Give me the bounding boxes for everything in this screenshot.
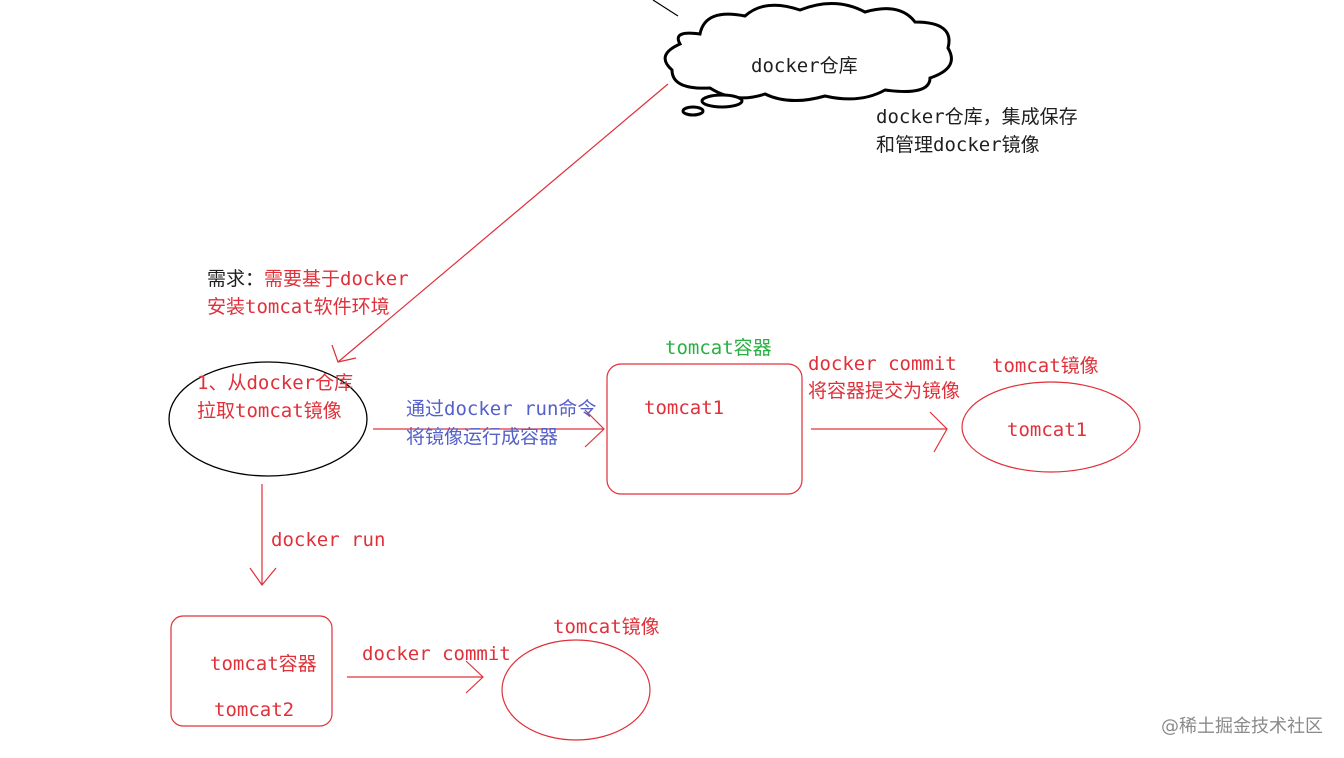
cloud-label: docker仓库 <box>751 55 858 77</box>
step1-line1: 1、从docker仓库 <box>197 372 354 394</box>
run-arrow-line2: 将镜像运行成容器 <box>406 426 559 448</box>
docker-registry-cloud <box>663 1 953 117</box>
container1-title: tomcat容器 <box>665 337 772 359</box>
run-arrow-line1: 通过docker run命令 <box>406 398 597 420</box>
image1-name: tomcat1 <box>1007 419 1088 441</box>
requirement-line2: 安装tomcat软件环境 <box>207 296 390 318</box>
step1-ellipse <box>168 361 368 477</box>
down-arrow-label: docker run <box>271 529 386 551</box>
container2-title: tomcat容器 <box>210 653 317 675</box>
image2-title: tomcat镜像 <box>553 616 660 638</box>
image2-ellipse <box>501 639 651 741</box>
commit1-line1: docker commit <box>808 353 957 375</box>
commit2-label: docker commit <box>362 643 511 665</box>
container1-name: tomcat1 <box>644 397 725 419</box>
image1-title: tomcat镜像 <box>992 355 1099 377</box>
down-arrow <box>249 484 277 586</box>
requirement-line1-rest: 需要基于docker <box>264 268 409 290</box>
cloud-note-line1: docker仓库，集成保存 <box>876 106 1078 128</box>
stray-line <box>652 0 679 17</box>
commit1-arrow <box>811 411 948 453</box>
cloud-note-line2: 和管理docker镜像 <box>876 134 1040 156</box>
commit1-line2: 将容器提交为镜像 <box>808 380 961 402</box>
commit2-arrow <box>347 660 484 694</box>
container2-name: tomcat2 <box>214 699 295 721</box>
run-arrow <box>373 409 605 448</box>
watermark: @稀土掘金技术社区 <box>1161 716 1323 737</box>
container1-box <box>606 363 803 495</box>
step1-line2: 拉取tomcat镜像 <box>197 400 342 422</box>
pull-arrow <box>331 83 669 363</box>
requirement-prefix: 需求： <box>207 268 265 290</box>
image1-ellipse <box>961 381 1141 473</box>
container2-box <box>170 615 333 727</box>
requirement-line1: 需求：需要基于docker <box>207 265 409 293</box>
